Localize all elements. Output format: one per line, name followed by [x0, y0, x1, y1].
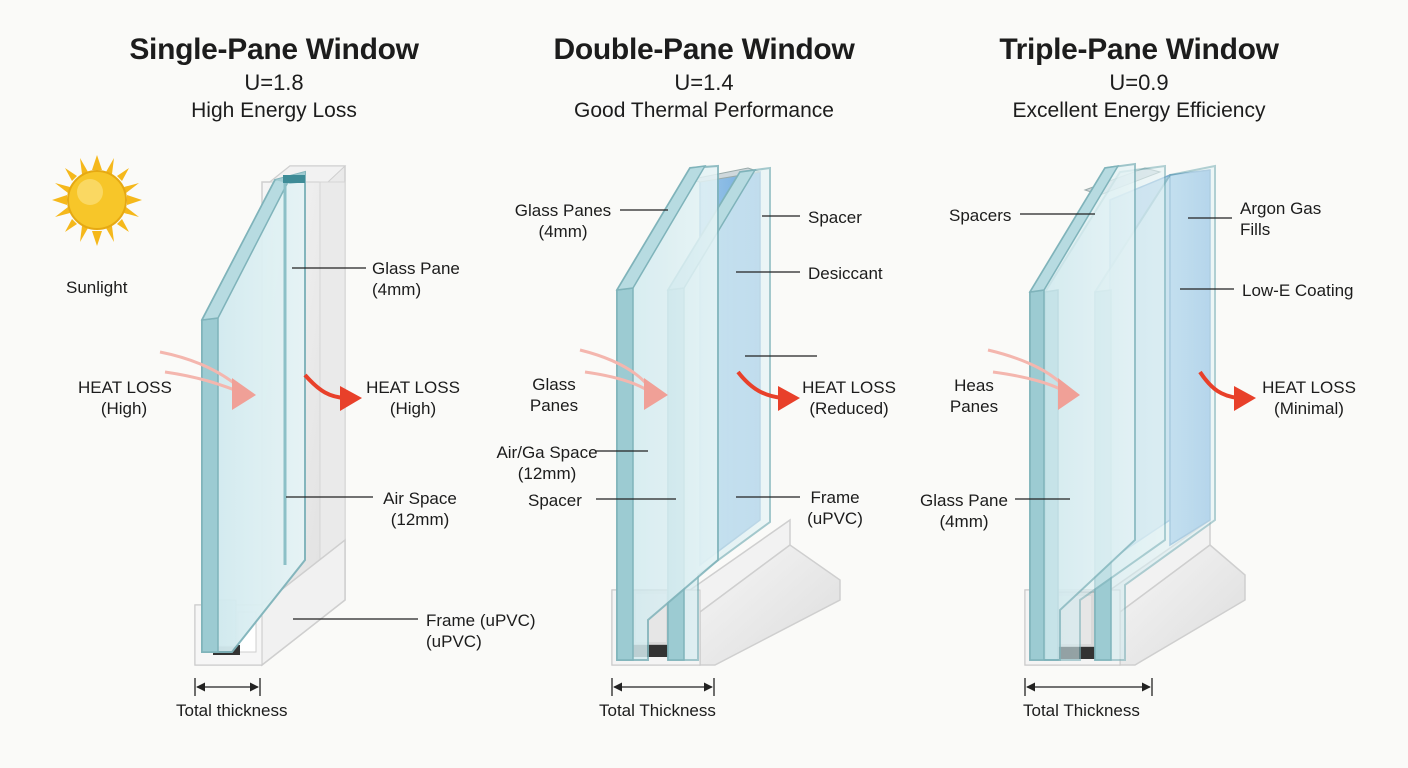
glass-pane-label: Glass Pane (4mm) — [372, 259, 460, 299]
desiccant-label: Desiccant — [808, 264, 883, 283]
spacer-bottom-label: Spacer — [528, 491, 582, 510]
heat-loss-reduced-label: HEAT LOSS (Reduced) — [802, 378, 896, 418]
single-pane-header: Single-Pane Window U=1.8 High Energy Los… — [54, 30, 494, 126]
heat-loss-out-label: HEAT LOSS (High) — [366, 378, 460, 418]
argon-gas-label: Argon Gas Fills — [1240, 199, 1322, 239]
glass-panes-mid-label: Glass Panes — [529, 375, 579, 415]
glass-panes-label: Glass Panes (4mm) — [514, 201, 612, 241]
heat-loss-in-label: HEAT LOSS (High) — [78, 378, 172, 418]
u-value: U=0.9 — [1109, 70, 1169, 95]
double-pane-drawing — [579, 164, 841, 696]
triple-pane-header: Triple-Pane Window U=0.9 Excellent Energ… — [919, 30, 1359, 126]
low-e-coating-label: Low-E Coating — [1242, 281, 1354, 300]
triple-pane-drawing — [987, 162, 1256, 696]
sun-icon — [52, 155, 142, 246]
rating: Excellent Energy Efficiency — [1012, 99, 1266, 122]
total-thickness-label: Total Thickness — [599, 701, 716, 720]
air-gas-space-label: Air/Ga Space (12mm) — [496, 443, 598, 483]
spacer-top-label: Spacer — [808, 208, 862, 227]
spacers-label: Spacers — [949, 206, 1012, 225]
heas-panes-label: Heas Panes — [949, 376, 999, 416]
frame-label: Frame (uPVC) — [807, 488, 863, 528]
u-value: U=1.8 — [244, 70, 304, 95]
sunlight-label: Sunlight — [66, 278, 128, 297]
air-space-label: Air Space (12mm) — [383, 489, 457, 529]
double-pane-header: Double-Pane Window U=1.4 Good Thermal Pe… — [484, 30, 924, 126]
rating: High Energy Loss — [191, 99, 357, 122]
rating: Good Thermal Performance — [574, 99, 834, 122]
glass-pane-label: Glass Pane (4mm) — [920, 491, 1008, 531]
panel-title: Double-Pane Window — [553, 33, 855, 66]
panel-title: Triple-Pane Window — [999, 33, 1279, 66]
single-pane-drawing — [159, 165, 418, 696]
frame-label: Frame (uPVC) (uPVC) — [426, 611, 536, 651]
u-value: U=1.4 — [674, 70, 734, 95]
heat-loss-minimal-label: HEAT LOSS (Minimal) — [1262, 378, 1356, 418]
panel-title: Single-Pane Window — [129, 33, 419, 66]
total-thickness-label: Total thickness — [176, 701, 288, 720]
total-thickness-label: Total Thickness — [1023, 701, 1140, 720]
